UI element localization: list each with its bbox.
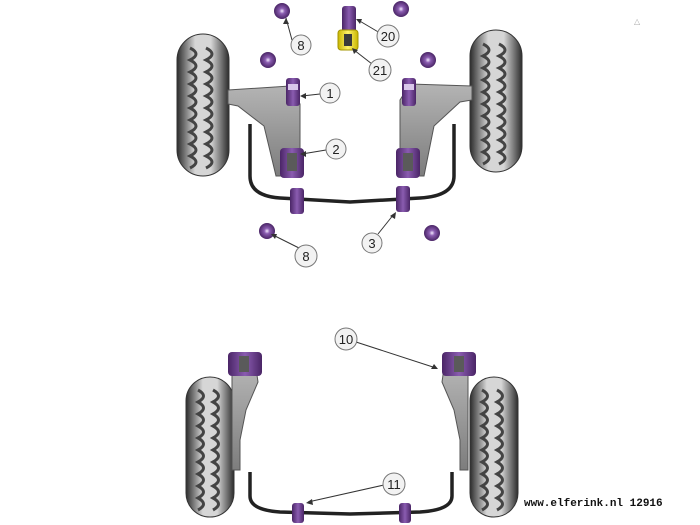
rear-right-tyre	[469, 376, 519, 518]
callout-2: 2	[332, 142, 339, 157]
rear-left-tyre	[185, 376, 235, 518]
front-left-tyre	[176, 33, 230, 177]
callout-1: 1	[326, 86, 333, 101]
rear-anti-roll-bar	[248, 472, 454, 516]
bush-dot	[420, 52, 436, 68]
rear-left-trailing-arm	[231, 367, 259, 471]
rear-right-trailing-arm	[441, 367, 469, 471]
bush-11-right	[399, 503, 411, 523]
callout-8-top: 8	[297, 38, 304, 53]
engine-mount-bush	[337, 6, 359, 51]
bush-dot	[393, 1, 409, 17]
callouts: 8 20 21 1 2 3 8 10	[271, 17, 438, 505]
bush-1-right	[402, 78, 416, 106]
corner-mark: △	[634, 17, 641, 26]
bush-3-right	[396, 186, 410, 212]
bush-8-dot-lower	[259, 223, 275, 239]
bush-1-left	[286, 78, 300, 106]
rear-axle	[185, 352, 519, 523]
bush-3-left	[290, 188, 304, 214]
bush-10-left	[228, 352, 262, 376]
bush-10-right	[442, 352, 476, 376]
bush-11-left	[292, 503, 304, 523]
bush-2-right	[396, 148, 420, 178]
callout-11: 11	[387, 477, 401, 492]
bush-dot	[424, 225, 440, 241]
callout-8-bottom: 8	[302, 249, 309, 264]
front-axle	[176, 1, 523, 241]
callout-21: 21	[373, 63, 387, 78]
watermark-text: www.elferink.nl 12916	[524, 498, 663, 510]
bush-8-dot	[260, 52, 276, 68]
front-right-tyre	[469, 29, 523, 173]
callout-20: 20	[381, 29, 395, 44]
callout-3: 3	[368, 236, 375, 251]
bush-2-left	[280, 148, 304, 178]
callout-10: 10	[339, 332, 353, 347]
bush-dot	[274, 3, 290, 19]
front-anti-roll-bar	[248, 124, 456, 204]
